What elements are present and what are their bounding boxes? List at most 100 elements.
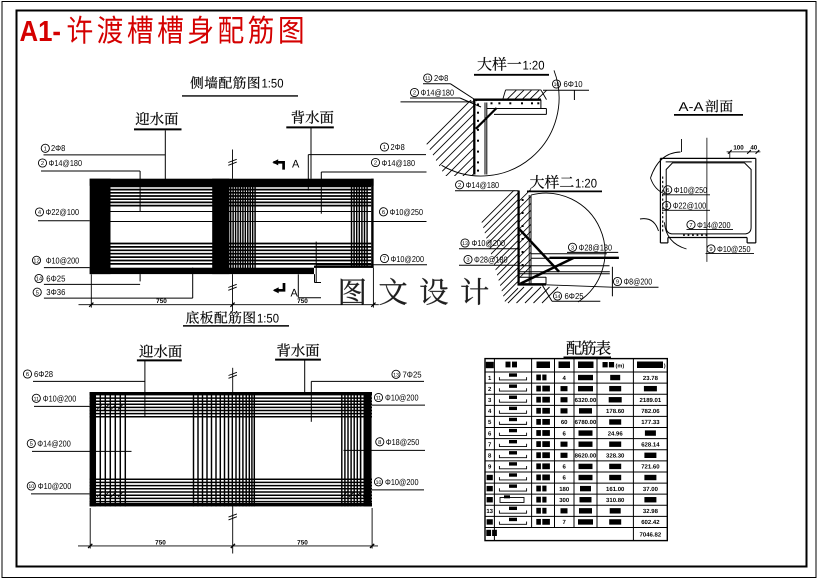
svg-text:310.80: 310.80 xyxy=(606,497,625,504)
svg-text:10: 10 xyxy=(28,484,34,490)
svg-text:177.33: 177.33 xyxy=(641,419,660,426)
svg-text:Φ10@200: Φ10@200 xyxy=(46,256,80,266)
svg-text:3: 3 xyxy=(488,397,492,404)
svg-text:Φ14@180: Φ14@180 xyxy=(421,88,455,98)
svg-text:Φ22@100: Φ22@100 xyxy=(673,201,707,211)
svg-text:4: 4 xyxy=(563,375,567,382)
svg-text:Φ18@250: Φ18@250 xyxy=(386,437,420,447)
svg-text:5: 5 xyxy=(36,290,39,296)
svg-text:32.98: 32.98 xyxy=(643,508,659,515)
svg-text:Φ8@200: Φ8@200 xyxy=(624,277,653,287)
svg-text:Φ14@180: Φ14@180 xyxy=(466,180,500,190)
svg-text:100: 100 xyxy=(733,145,744,152)
svg-text:8: 8 xyxy=(378,439,381,446)
svg-text:628.14: 628.14 xyxy=(641,441,660,448)
svg-text:5: 5 xyxy=(488,419,492,426)
svg-text:6: 6 xyxy=(563,430,567,437)
svg-text:10: 10 xyxy=(376,480,382,486)
svg-text:2: 2 xyxy=(413,90,416,97)
svg-text:6: 6 xyxy=(666,187,669,194)
svg-text:9: 9 xyxy=(488,464,492,471)
svg-text:2: 2 xyxy=(488,386,492,393)
svg-text:6: 6 xyxy=(382,209,385,216)
svg-text:8: 8 xyxy=(488,452,492,459)
svg-text:Φ28@180: Φ28@180 xyxy=(579,243,613,253)
svg-text:13: 13 xyxy=(393,372,399,378)
svg-text:): ) xyxy=(664,363,666,370)
svg-text:13: 13 xyxy=(462,241,468,247)
svg-text:7: 7 xyxy=(383,257,386,263)
svg-text:750: 750 xyxy=(297,298,308,305)
svg-text:A-A: A-A xyxy=(679,99,705,114)
svg-text:37.00: 37.00 xyxy=(643,486,659,493)
svg-text:11: 11 xyxy=(425,76,430,82)
svg-text:Φ14@200: Φ14@200 xyxy=(37,439,71,449)
svg-text:328.30: 328.30 xyxy=(606,452,625,459)
svg-text:1:50: 1:50 xyxy=(262,77,284,91)
svg-text:6: 6 xyxy=(563,464,567,471)
svg-text:6Φ25: 6Φ25 xyxy=(565,291,584,301)
svg-text:23.78: 23.78 xyxy=(643,375,659,382)
svg-text:Φ10@200: Φ10@200 xyxy=(385,393,419,403)
svg-text:Φ10@250: Φ10@250 xyxy=(390,207,424,217)
svg-text:178.60: 178.60 xyxy=(606,408,625,415)
svg-text:6: 6 xyxy=(563,475,567,482)
svg-text:7: 7 xyxy=(689,223,692,229)
svg-text:5: 5 xyxy=(30,442,33,448)
svg-text:7046.82: 7046.82 xyxy=(640,532,662,539)
svg-text:1: 1 xyxy=(383,145,386,151)
svg-text:1:50: 1:50 xyxy=(257,311,279,325)
svg-text:Φ10@200: Φ10@200 xyxy=(38,481,72,491)
svg-text:2Φ8: 2Φ8 xyxy=(391,142,405,152)
svg-text:2189.01: 2189.01 xyxy=(640,397,662,404)
svg-text:602.42: 602.42 xyxy=(641,519,660,526)
svg-text:3: 3 xyxy=(466,257,469,264)
svg-text:6: 6 xyxy=(26,371,29,378)
svg-text:24.96: 24.96 xyxy=(608,430,624,437)
svg-text:750: 750 xyxy=(155,539,166,546)
svg-text:12: 12 xyxy=(33,257,39,264)
svg-text:6Φ28: 6Φ28 xyxy=(34,369,53,379)
svg-text:6: 6 xyxy=(488,430,492,437)
svg-text:4: 4 xyxy=(665,204,669,210)
svg-text:3: 3 xyxy=(571,244,574,251)
svg-text:3Φ36: 3Φ36 xyxy=(46,287,65,297)
svg-text:2Φ8: 2Φ8 xyxy=(51,143,65,153)
svg-text:Φ14@180: Φ14@180 xyxy=(382,158,416,168)
svg-text:180: 180 xyxy=(559,486,570,493)
svg-text:6320.00: 6320.00 xyxy=(575,397,597,404)
svg-text:Φ14@180: Φ14@180 xyxy=(49,158,83,168)
svg-text:Φ10@200: Φ10@200 xyxy=(43,394,77,404)
svg-text:40: 40 xyxy=(750,145,757,152)
svg-text:2: 2 xyxy=(458,182,461,189)
svg-text:13: 13 xyxy=(486,508,493,515)
svg-text:6780.00: 6780.00 xyxy=(575,419,597,426)
svg-text:1: 1 xyxy=(44,146,47,152)
svg-text:750: 750 xyxy=(297,539,308,546)
svg-text:2: 2 xyxy=(374,160,377,167)
svg-text:A1-: A1- xyxy=(20,16,62,48)
svg-text:Φ10@250: Φ10@250 xyxy=(717,244,751,254)
svg-text:7: 7 xyxy=(488,441,492,448)
svg-text:782.06: 782.06 xyxy=(641,408,660,415)
svg-text:1: 1 xyxy=(488,375,492,382)
svg-text:A: A xyxy=(291,288,299,300)
svg-text:Φ10@250: Φ10@250 xyxy=(674,185,708,195)
svg-text:11: 11 xyxy=(376,396,381,402)
svg-text:Φ22@100: Φ22@100 xyxy=(46,207,80,217)
svg-text:Φ14@200: Φ14@200 xyxy=(697,220,731,230)
svg-text:Φ10@200: Φ10@200 xyxy=(472,238,506,248)
svg-text:8620.00: 8620.00 xyxy=(575,452,597,459)
svg-text:2: 2 xyxy=(41,160,44,167)
svg-text:300: 300 xyxy=(559,497,570,504)
svg-text:6Φ25: 6Φ25 xyxy=(46,273,65,283)
svg-text:161.00: 161.00 xyxy=(606,486,625,493)
svg-text:4: 4 xyxy=(38,210,42,216)
svg-text:1:20: 1:20 xyxy=(575,176,597,190)
svg-text:4: 4 xyxy=(488,408,492,415)
svg-text:60: 60 xyxy=(561,419,568,426)
svg-text:(m): (m) xyxy=(616,362,625,369)
svg-text:14: 14 xyxy=(555,294,561,300)
svg-text:9: 9 xyxy=(616,279,619,286)
svg-text:9: 9 xyxy=(709,246,712,253)
